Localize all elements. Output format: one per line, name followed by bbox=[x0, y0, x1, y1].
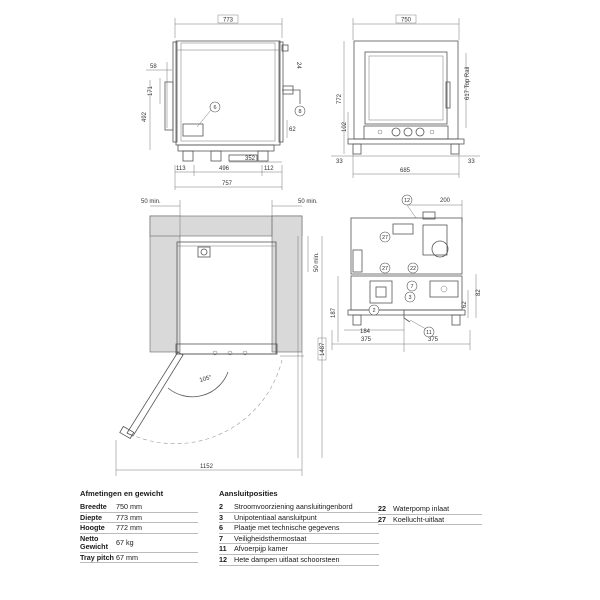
callout-6: 6 bbox=[213, 105, 216, 111]
plan-view: 50 min. 50 min. 50 min. 105° 1487 1152 bbox=[115, 199, 327, 476]
callout-11: 11 bbox=[426, 330, 432, 336]
front-view: 773 58 171 492 24 62 6 bbox=[142, 14, 306, 190]
row-key: Breedte bbox=[80, 502, 107, 511]
dim-24: 24 bbox=[295, 62, 301, 69]
table-row: 2 Stroomvoorziening aansluitingenbord bbox=[219, 502, 379, 513]
row-num: 27 bbox=[378, 514, 386, 524]
row-value: 750 mm bbox=[116, 502, 142, 511]
rear-view: 200 12 27 27 22 7 3 2 11 bbox=[331, 194, 482, 352]
row-num: 22 bbox=[378, 504, 386, 513]
row-value: 772 mm bbox=[116, 523, 142, 533]
row-label: Koellucht-uitlaat bbox=[393, 514, 445, 524]
callout-22: 22 bbox=[410, 266, 416, 272]
table-row: 27 Koellucht-uitlaat bbox=[378, 515, 482, 526]
dim-187: 187 bbox=[331, 307, 337, 318]
row-label: Hete dampen uitlaat schoorsteen bbox=[234, 554, 340, 564]
table-row: Breedte 750 mm bbox=[80, 502, 198, 513]
table-row: 11 Afvoerpijp kamer bbox=[219, 544, 379, 555]
table-row: 22 Waterpomp inlaat bbox=[378, 504, 482, 515]
callout-2: 2 bbox=[372, 308, 375, 314]
connections-table-title: Aansluitposities bbox=[219, 489, 278, 498]
dim-496: 496 bbox=[219, 166, 230, 172]
row-key-line2: Gewicht bbox=[80, 541, 108, 551]
side-view: 750 772 102 617 Top Rail 33 33 685 bbox=[331, 14, 480, 178]
row-num: 3 bbox=[219, 512, 223, 522]
dim-58: 58 bbox=[150, 64, 157, 70]
row-key-line1: Netto bbox=[80, 533, 99, 543]
dim-772: 772 bbox=[337, 93, 343, 104]
dim-50-min-left: 50 min. bbox=[141, 199, 161, 205]
table-row: Diepte 773 mm bbox=[80, 513, 198, 524]
dim-750: 750 bbox=[401, 18, 412, 24]
dimensions-table-title: Afmetingen en gewicht bbox=[80, 489, 164, 498]
callout-3: 3 bbox=[408, 295, 411, 301]
dim-773: 773 bbox=[223, 18, 234, 24]
row-label: Afvoerpijp kamer bbox=[234, 544, 288, 554]
row-num: 12 bbox=[219, 554, 227, 564]
dim-113: 113 bbox=[176, 166, 186, 172]
technical-drawing: 773 58 171 492 24 62 6 bbox=[115, 14, 482, 476]
dim-200: 200 bbox=[440, 198, 451, 204]
dim-375-left: 375 bbox=[361, 337, 372, 343]
dim-62: 62 bbox=[289, 127, 296, 133]
dim-617-top-rail: 617 Top Rail bbox=[465, 67, 471, 100]
row-key: Diepte bbox=[80, 512, 102, 522]
callout-12: 12 bbox=[404, 198, 410, 204]
row-label: Plaatje met technische gegevens bbox=[234, 523, 340, 533]
dim-33-left: 33 bbox=[336, 159, 343, 165]
callout-27-bottom: 27 bbox=[382, 266, 388, 272]
row-num: 11 bbox=[219, 544, 227, 554]
table-row: 7 Veiligheidsthermostaat bbox=[219, 534, 379, 545]
table-row: 3 Unipotentiaal aansluitpunt bbox=[219, 513, 379, 524]
dim-171: 171 bbox=[148, 85, 154, 96]
dim-33-right: 33 bbox=[468, 159, 475, 165]
connections-table-continued: 22 Waterpomp inlaat 27 Koellucht-uitlaat bbox=[378, 504, 482, 526]
row-value: 67 mm bbox=[116, 552, 138, 562]
dim-50-min-side: 50 min. bbox=[314, 252, 320, 272]
row-label: Veiligheidsthermostaat bbox=[234, 533, 307, 543]
row-label: Unipotentiaal aansluitpunt bbox=[234, 512, 317, 522]
callout-7: 7 bbox=[410, 284, 413, 290]
table-row: 12 Hete dampen uitlaat schoorsteen bbox=[219, 555, 379, 566]
row-key: Tray pitch bbox=[80, 552, 114, 562]
dim-62-rear: 62 bbox=[462, 301, 468, 308]
dim-102: 102 bbox=[342, 121, 348, 132]
spec-tables: Afmetingen en gewicht Breedte 750 mm Diep… bbox=[80, 489, 580, 595]
dim-352: 352 bbox=[245, 156, 256, 162]
dim-105-degrees: 105° bbox=[199, 375, 213, 384]
row-value: 773 mm bbox=[116, 512, 142, 522]
row-label: Stroomvoorziening aansluitingenbord bbox=[234, 502, 353, 511]
connections-table: Aansluitposities 2 Stroomvoorziening aans… bbox=[219, 489, 379, 566]
dim-757: 757 bbox=[222, 181, 233, 187]
dim-184: 184 bbox=[360, 329, 371, 335]
row-num: 7 bbox=[219, 533, 223, 543]
dim-1152: 1152 bbox=[200, 464, 214, 470]
row-value: 67 kg bbox=[116, 537, 134, 547]
row-num: 2 bbox=[219, 502, 223, 511]
dim-112: 112 bbox=[264, 166, 274, 172]
callout-27-top: 27 bbox=[382, 235, 388, 241]
dim-1487: 1487 bbox=[320, 342, 326, 356]
callout-8: 8 bbox=[298, 109, 301, 115]
dim-685: 685 bbox=[400, 168, 411, 174]
row-key: Hoogte bbox=[80, 523, 105, 533]
dim-82: 82 bbox=[476, 289, 482, 296]
dim-492: 492 bbox=[142, 111, 148, 122]
dim-375-right: 375 bbox=[428, 337, 439, 343]
dimensions-table: Afmetingen en gewicht Breedte 750 mm Diep… bbox=[80, 489, 198, 564]
table-row: 6 Plaatje met technische gegevens bbox=[219, 523, 379, 534]
table-row: Hoogte 772 mm bbox=[80, 523, 198, 534]
dim-50-min-right: 50 min. bbox=[298, 199, 318, 205]
row-num: 6 bbox=[219, 523, 223, 533]
row-label: Waterpomp inlaat bbox=[393, 504, 450, 513]
